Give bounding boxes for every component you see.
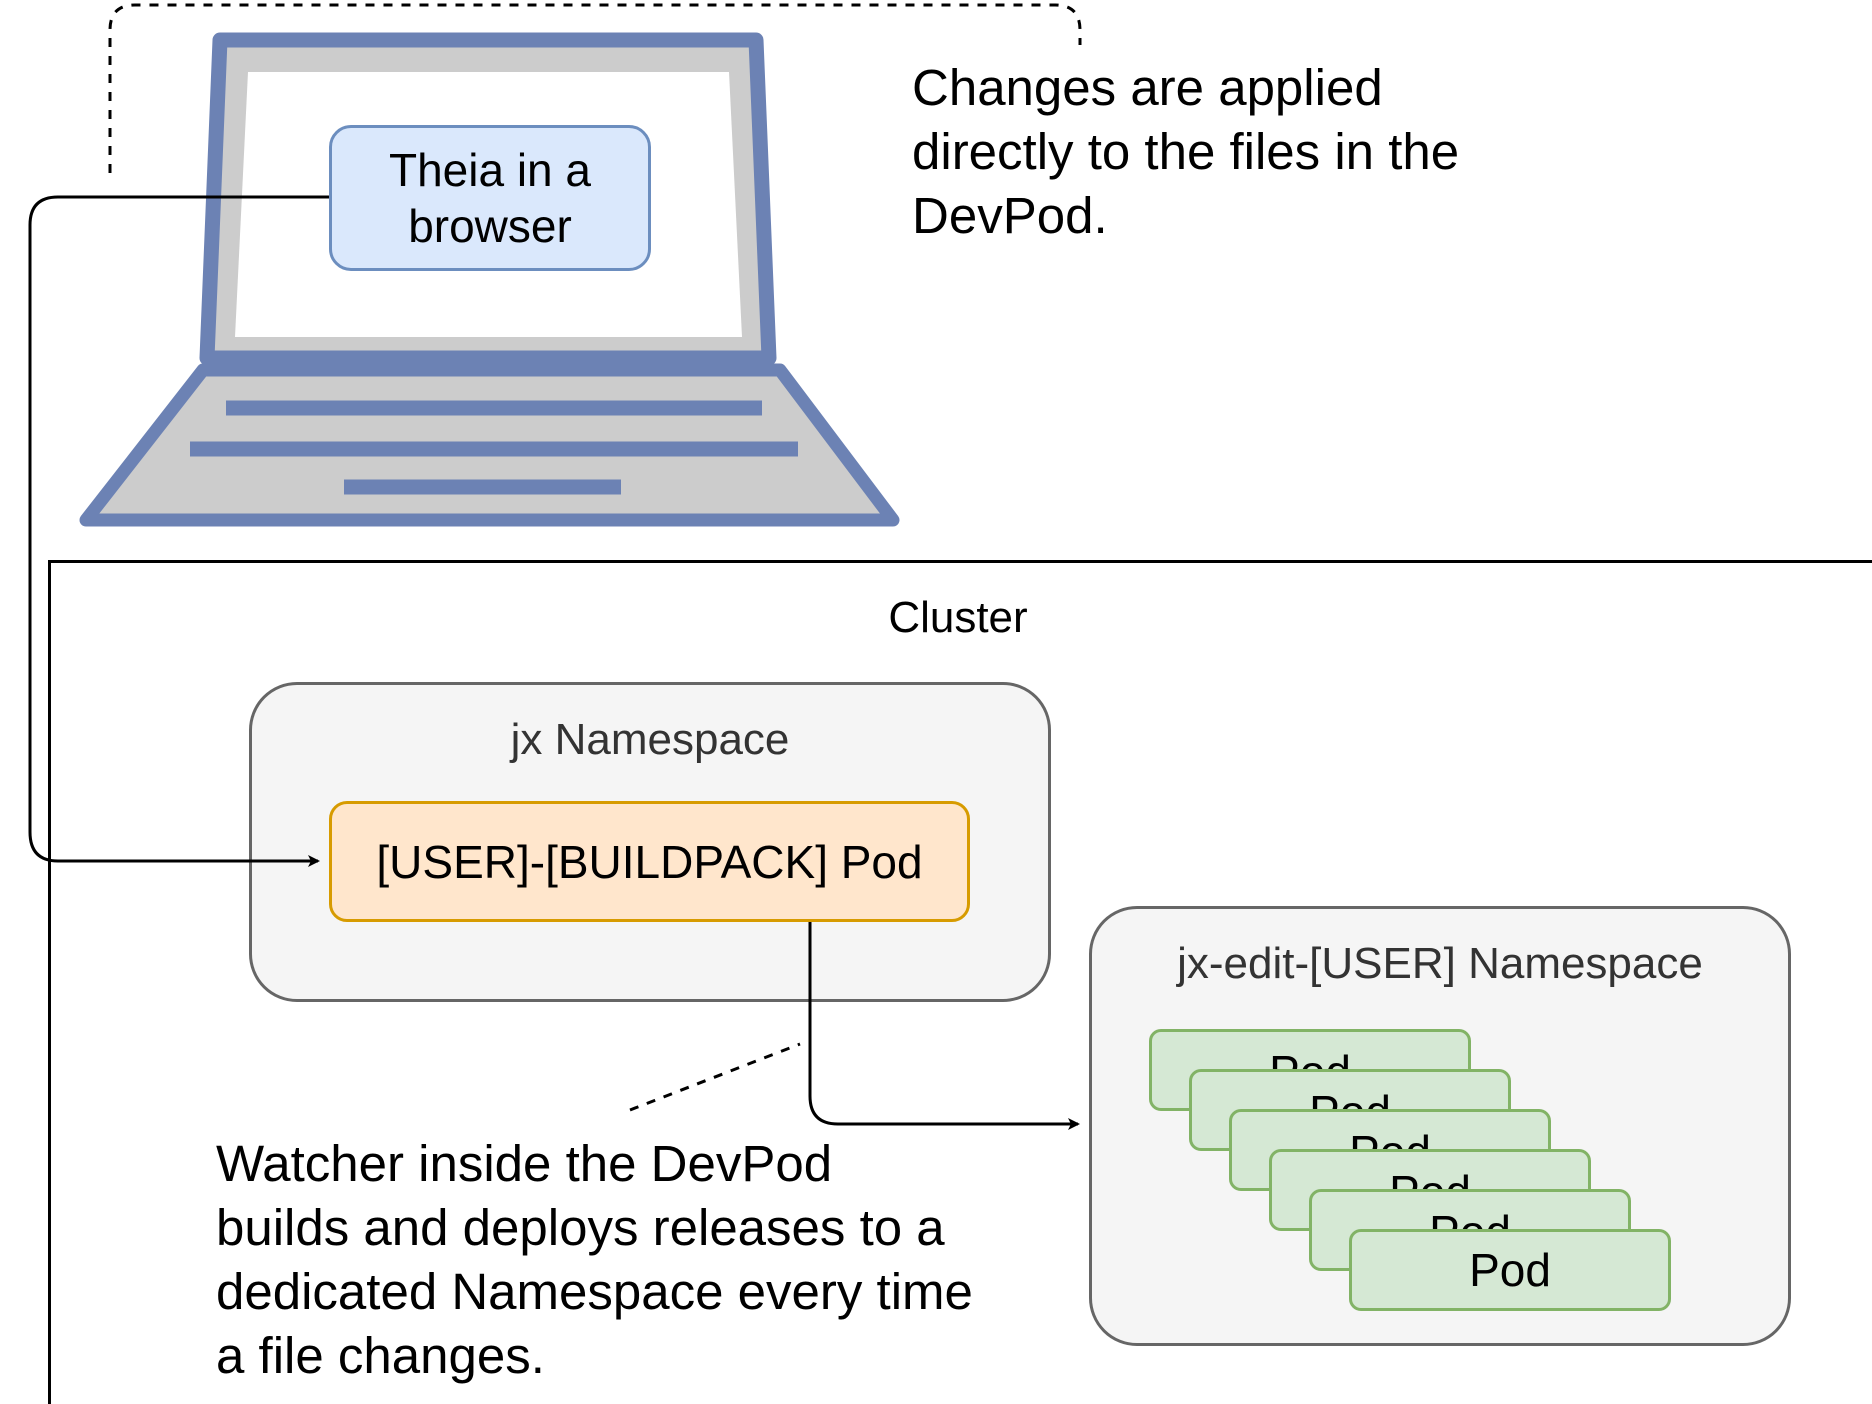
note-line: builds and deploys releases to a xyxy=(216,1199,945,1256)
watcher-callout-line xyxy=(629,1042,801,1112)
note-line: dedicated Namespace every time xyxy=(216,1263,973,1320)
note-line: directly to the files in the xyxy=(912,123,1460,180)
pod-box-front: Pod xyxy=(1349,1229,1671,1311)
theia-to-devpod-connector xyxy=(28,195,329,867)
theia-label-line: Theia in a xyxy=(388,144,591,196)
note-line: Watcher inside the DevPod xyxy=(216,1135,833,1192)
jx-namespace-title: jx Namespace xyxy=(510,715,790,764)
cluster-container xyxy=(48,560,1872,1404)
pod-label: Pod xyxy=(1469,1244,1551,1296)
theia-label-line: browser xyxy=(408,200,572,252)
cluster-label: Cluster xyxy=(888,593,1028,642)
theia-browser-box: Theia in a browser xyxy=(329,125,651,271)
note-line: a file changes. xyxy=(216,1327,545,1384)
changes-note: Changes are applied directly to the file… xyxy=(912,56,1459,248)
devpod-to-namespace-connector xyxy=(808,922,1080,1130)
note-line: DevPod. xyxy=(912,187,1108,244)
watcher-note: Watcher inside the DevPod builds and dep… xyxy=(216,1132,973,1388)
edit-namespace-title: jx-edit-[USER] Namespace xyxy=(1177,939,1703,988)
devpod-box: [USER]-[BUILDPACK] Pod xyxy=(329,801,970,922)
note-line: Changes are applied xyxy=(912,59,1383,116)
